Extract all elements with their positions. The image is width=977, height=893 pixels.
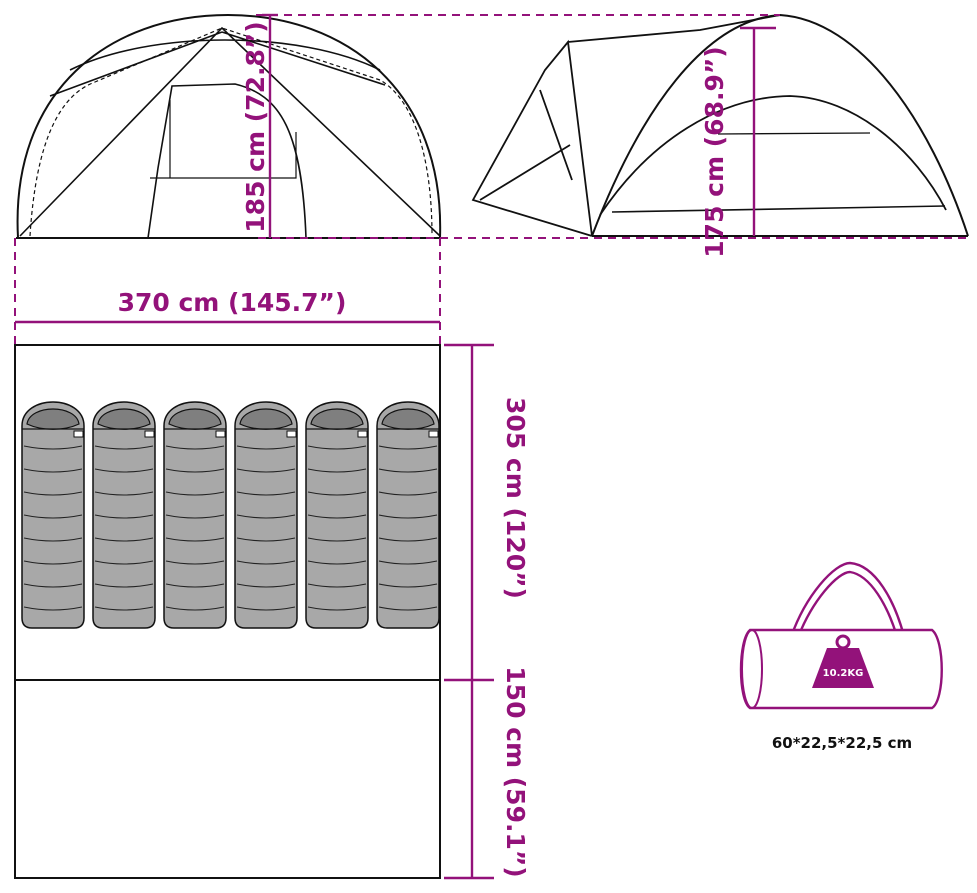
dimension-lines (15, 13, 776, 880)
side-dome-outline (591, 13, 969, 237)
sleeping-bag (305, 401, 369, 629)
sleeping-bag (376, 401, 440, 629)
bag-end-left (741, 629, 763, 709)
front-door (147, 83, 307, 239)
tent-front-view (16, 13, 442, 239)
sleeping-bag (92, 401, 156, 629)
side-inner-arc (599, 95, 947, 216)
bag-weight-label: 10.2KG (823, 668, 864, 679)
bedroom-depth-label: 305 cm (120”) (501, 397, 530, 599)
bag-handle (788, 561, 907, 641)
front-inner-dashed (29, 27, 433, 237)
tent-side-view (471, 13, 969, 237)
bag-size-label: 60*22,5*22,5 cm (772, 734, 912, 752)
front-door-window (150, 100, 297, 179)
sleeping-bag (21, 401, 85, 629)
floor-plan (14, 344, 441, 879)
weight-icon (812, 634, 874, 688)
side-inner-floor (611, 205, 946, 213)
vestibule-area (14, 679, 441, 879)
sleeping-bag (163, 401, 227, 629)
front-height-label: 185 cm (72.8”) (241, 21, 270, 232)
sleeping-bag (234, 401, 298, 629)
front-pole-lines (19, 26, 441, 237)
width-label: 370 cm (145.7”) (118, 288, 347, 317)
dimension-guides (14, 14, 968, 450)
side-inner-mid (717, 132, 871, 135)
sleeping-bags (21, 401, 440, 629)
carry-bag: 10.2KG (739, 561, 943, 710)
vestibule-depth-label: 150 cm (59.1”) (501, 666, 530, 877)
side-height-label: 175 cm (68.9”) (700, 46, 729, 257)
front-dome-outline (16, 13, 442, 239)
side-front-vestibule (471, 14, 781, 237)
